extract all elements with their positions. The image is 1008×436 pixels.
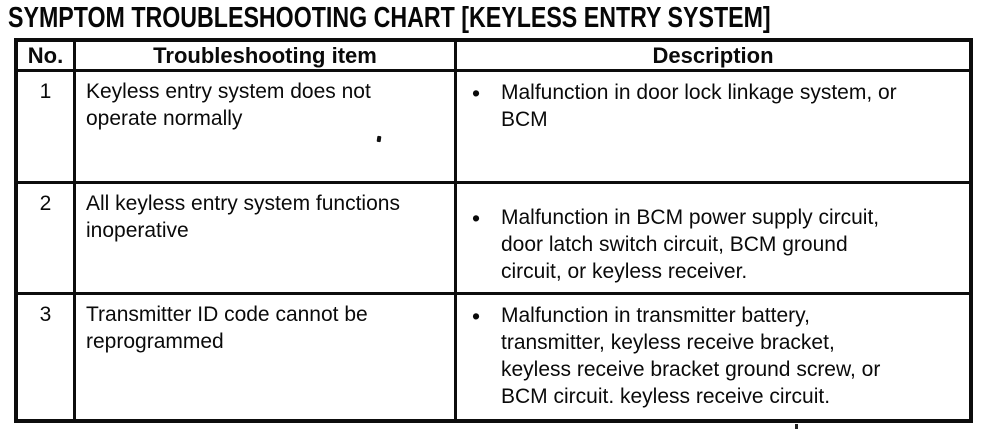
row-3-number: 3	[18, 295, 76, 419]
bullet-icon: •	[472, 80, 481, 106]
bullet-icon: •	[472, 303, 481, 329]
scan-artifact-speck	[376, 135, 382, 143]
page-title: SYMPTOM TROUBLESHOOTING CHART [KEYLESS E…	[8, 2, 771, 34]
row-3-description: • Malfunction in transmitter battery, tr…	[457, 295, 969, 419]
row-2-description-text: Malfunction in BCM power supply circuit,…	[501, 206, 880, 283]
column-header-description: Description	[457, 42, 969, 72]
row-2-troubleshooting-item: All keyless entry system functions inope…	[76, 184, 457, 295]
bullet-icon: •	[472, 205, 481, 231]
row-1-description: • Malfunction in door lock linkage syste…	[457, 72, 969, 184]
scan-artifact-speck	[795, 424, 798, 429]
row-1-description-text: Malfunction in door lock linkage system,…	[501, 81, 897, 131]
row-2-description: • Malfunction in BCM power supply circui…	[457, 184, 969, 295]
row-1-number: 1	[18, 72, 76, 184]
row-3-description-text: Malfunction in transmitter battery, tran…	[501, 304, 881, 408]
row-2-number: 2	[18, 184, 76, 295]
column-header-no: No.	[18, 42, 76, 72]
symptom-troubleshooting-table: No. Troubleshooting item Description 1 K…	[14, 38, 973, 423]
row-1-troubleshooting-item: Keyless entry system does not operate no…	[76, 72, 457, 184]
column-header-troubleshooting-item: Troubleshooting item	[76, 42, 457, 72]
row-3-troubleshooting-item: Transmitter ID code cannot be reprogramm…	[76, 295, 457, 419]
